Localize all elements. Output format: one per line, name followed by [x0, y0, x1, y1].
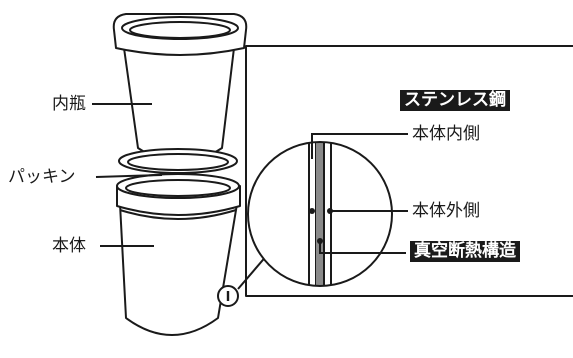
outer-side-label: 本体外側 [412, 201, 480, 221]
magnifier-circle [247, 141, 393, 287]
inner-side-leader [311, 133, 408, 159]
body-illustration [116, 173, 241, 336]
structure-badge: 真空断熱構造 [410, 241, 520, 262]
wall-cross-section [248, 142, 392, 286]
structure-leader [319, 241, 406, 254]
gasket-leader [95, 174, 163, 178]
vacuum-gap [316, 142, 324, 286]
outer-side-dot [327, 208, 333, 214]
inner-bottle-label: 内瓶 [52, 94, 86, 114]
structure-dot [317, 238, 323, 244]
detail-frame [245, 45, 573, 297]
inner-side-label: 本体内側 [412, 124, 480, 144]
gasket-illustration [118, 148, 238, 174]
material-badge: ステンレス鋼 [400, 90, 510, 111]
gasket-label: パッキン [8, 167, 76, 187]
body-label: 本体 [52, 236, 86, 256]
inner-bottle-illustration [112, 13, 248, 163]
inner-side-dot [309, 208, 315, 214]
magnifier-connector [237, 253, 269, 290]
